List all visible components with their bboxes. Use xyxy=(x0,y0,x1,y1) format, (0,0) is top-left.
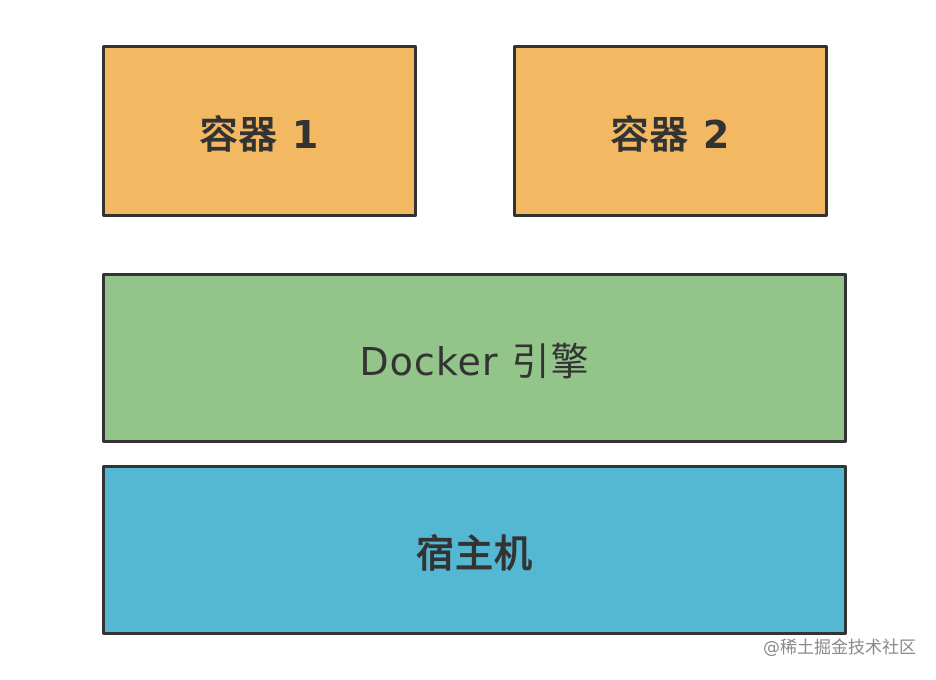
container-2-label: 容器 2 xyxy=(610,112,731,157)
watermark: @稀土掘金技术社区 xyxy=(763,638,916,658)
container-1-box: 容器 1 xyxy=(102,45,417,217)
docker-engine-box: Docker 引擎 xyxy=(102,273,847,443)
host-machine-box: 宿主机 xyxy=(102,465,847,635)
host-machine-label: 宿主机 xyxy=(415,531,533,576)
container-1-label: 容器 1 xyxy=(199,112,320,157)
docker-engine-label: Docker 引擎 xyxy=(359,339,590,384)
container-2-box: 容器 2 xyxy=(513,45,828,217)
